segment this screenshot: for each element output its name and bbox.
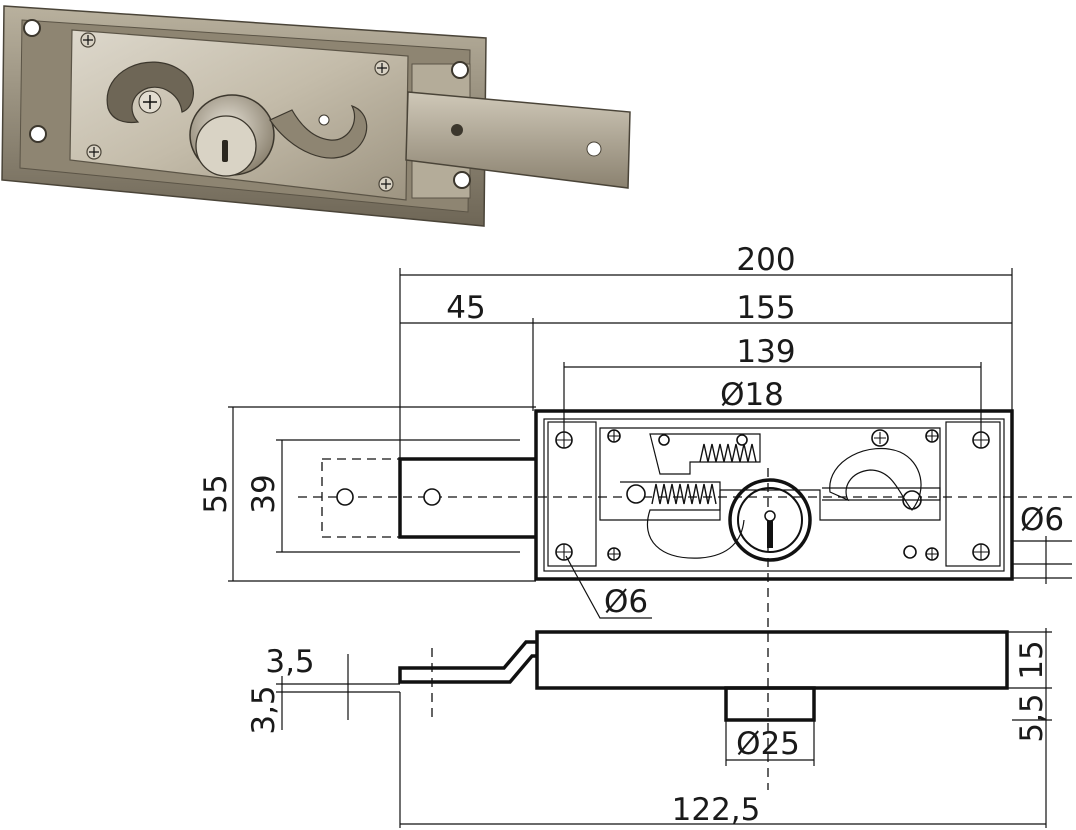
- bolt-hole: [586, 141, 602, 157]
- lock-illustration: [1, 5, 631, 227]
- hook-outline: [829, 447, 922, 511]
- left-cam-hook: [106, 61, 194, 124]
- dim-body-length: 155: [736, 290, 795, 326]
- cylinder-outer: [728, 478, 812, 562]
- dim-strike-thickness: 3,5: [265, 644, 314, 680]
- keyhole-icon: [222, 140, 228, 162]
- upper-spring: [699, 443, 757, 463]
- dim-body-height: 55: [198, 474, 234, 513]
- right-cam-hook: [269, 104, 368, 159]
- dim-cylinder-position: 122,5: [672, 792, 761, 828]
- frame-holes: [23, 19, 471, 189]
- side-cylinder-boss: [724, 686, 816, 722]
- dim-hole-spacing: 139: [736, 334, 795, 370]
- dim-total-length: 200: [736, 242, 795, 278]
- dimension-labels: 200 45 155 139 Ø18 55 39 Ø6 Ø6 3,5 3,5 1…: [198, 242, 1064, 828]
- side-strike: [398, 640, 537, 684]
- dim-cylinder-protrusion: 5,5: [1014, 693, 1050, 742]
- lower-spring: [651, 483, 717, 505]
- dim-cylinder-diameter: Ø18: [720, 377, 784, 413]
- dimension-lines: [228, 268, 1072, 828]
- dim-hole-diameter-bottom: Ø6: [604, 584, 648, 620]
- dim-hole-diameter-right: Ø6: [1020, 502, 1064, 538]
- strike-bar: [398, 457, 536, 539]
- side-view: [398, 630, 1009, 722]
- keyhole-slot-icon: [767, 518, 773, 548]
- dim-body-depth: 15: [1014, 640, 1050, 679]
- top-view: [298, 409, 1072, 790]
- dim-cylinder-boss-diameter: Ø25: [736, 726, 800, 762]
- cylinder-inner: [737, 487, 803, 553]
- body-inner: [543, 418, 1005, 572]
- side-body: [535, 630, 1009, 690]
- hook-pin: [318, 114, 330, 126]
- lock-bolt-bar: [405, 91, 631, 189]
- strike-dashed-outline: [321, 458, 401, 538]
- dim-strike-offset: 3,5: [246, 685, 282, 734]
- dim-strike-length: 45: [446, 290, 485, 326]
- bar-hole: [451, 124, 463, 136]
- dim-strike-height: 39: [246, 474, 282, 513]
